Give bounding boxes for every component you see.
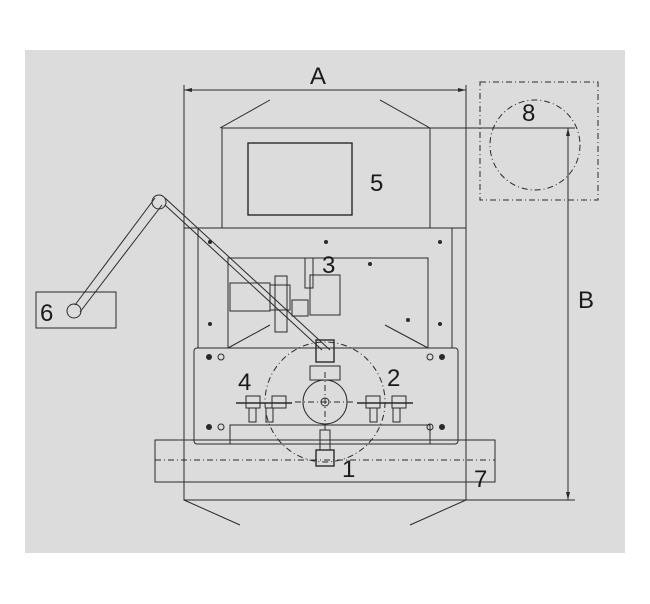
station-4-sensors <box>236 395 292 423</box>
lever-arm <box>35 194 331 351</box>
dimension-a-label: A <box>310 63 326 90</box>
bolts <box>206 240 445 431</box>
callout-5: 5 <box>370 170 383 197</box>
callout-3: 3 <box>322 252 335 279</box>
drawing-background <box>25 50 625 553</box>
callout-8: 8 <box>522 100 535 127</box>
callout-7: 7 <box>474 466 487 493</box>
item-8-outline <box>479 81 599 201</box>
callout-2: 2 <box>387 365 400 392</box>
rotary-table <box>264 339 386 467</box>
callout-4: 4 <box>238 369 251 396</box>
station-2-sensors <box>357 395 413 423</box>
hopper-window <box>247 142 353 216</box>
lever-handle-box <box>35 291 117 329</box>
callout-6: 6 <box>40 300 53 327</box>
callout-1: 1 <box>342 456 355 483</box>
dimension-b-label: B <box>578 287 594 314</box>
